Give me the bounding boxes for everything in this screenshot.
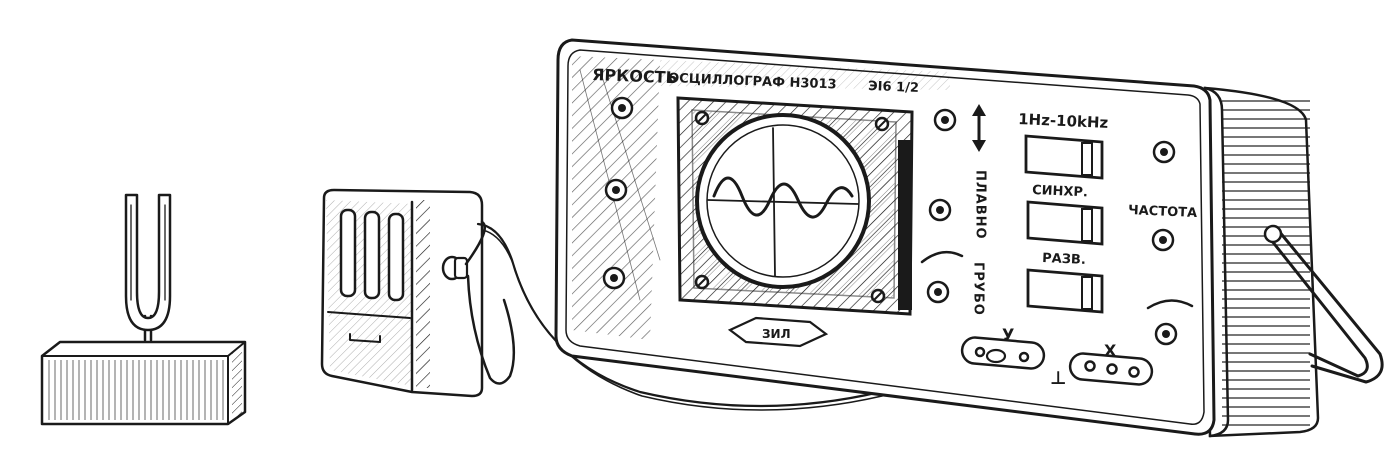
knob-focus[interactable] [604,178,628,202]
brightness-label: ЯРКОСТЬ [592,65,678,87]
sine-wave-icon [712,176,854,219]
serial-label: ЭI6 1/2 [868,79,919,96]
input-x-terminal[interactable] [1068,352,1154,386]
knob-brightness[interactable] [610,96,634,120]
switch-sweep[interactable] [1026,268,1104,314]
knob-frequency-middle[interactable] [1151,228,1175,252]
knob-gain-coarse[interactable] [926,280,950,304]
knob-frequency-lower[interactable] [1154,322,1178,346]
oscilloscope-stand [1263,224,1384,384]
oscilloscope: ЯРКОСТЬ ОСЦИЛЛОГРАФ Н3013 ЭI6 1/2 [554,38,1384,438]
sync-label: СИНХР. [1032,183,1088,200]
sweep-label: РАЗВ. [1042,251,1086,268]
frequency-label: ЧАСТОТА [1128,203,1198,221]
coarse-label: ГРУБО [971,262,986,316]
tuning-fork-assembly [40,193,247,426]
switch-sync[interactable] [1026,200,1104,246]
knob-frequency-upper[interactable] [1152,140,1176,164]
ground-label: ⊥ [1050,368,1066,389]
screen-screw-bottom-left [694,274,710,290]
manufacturer-logo: ЗИЛ [727,316,829,348]
resonator-box [40,340,247,426]
knob-vertical-shift[interactable] [933,108,957,132]
crt-screen [676,96,914,316]
model-label: ОСЦИЛЛОГРАФ Н3013 [668,71,837,92]
switch-frequency-range[interactable] [1024,134,1104,180]
input-y-terminal[interactable] [960,336,1046,370]
knob-astigmatism[interactable] [602,266,626,290]
screen-screw-bottom-right [870,288,886,304]
coarse-range-arc [920,250,964,264]
svg-text:ЗИЛ: ЗИЛ [762,327,791,341]
microphone-connector [441,255,469,281]
frequency-range-arc [1146,299,1194,310]
screen-screw-top-left [694,110,710,126]
frequency-range-label: 1Hz-10kHz [1018,110,1109,132]
microphone-grille [339,208,405,302]
tuning-fork [124,193,172,342]
microphone [320,188,516,398]
screen-screw-top-right [874,116,890,132]
double-arrow-vertical-icon [972,104,986,152]
fine-label: ПЛАВНО [973,170,988,240]
knob-gain-fine[interactable] [928,198,952,222]
